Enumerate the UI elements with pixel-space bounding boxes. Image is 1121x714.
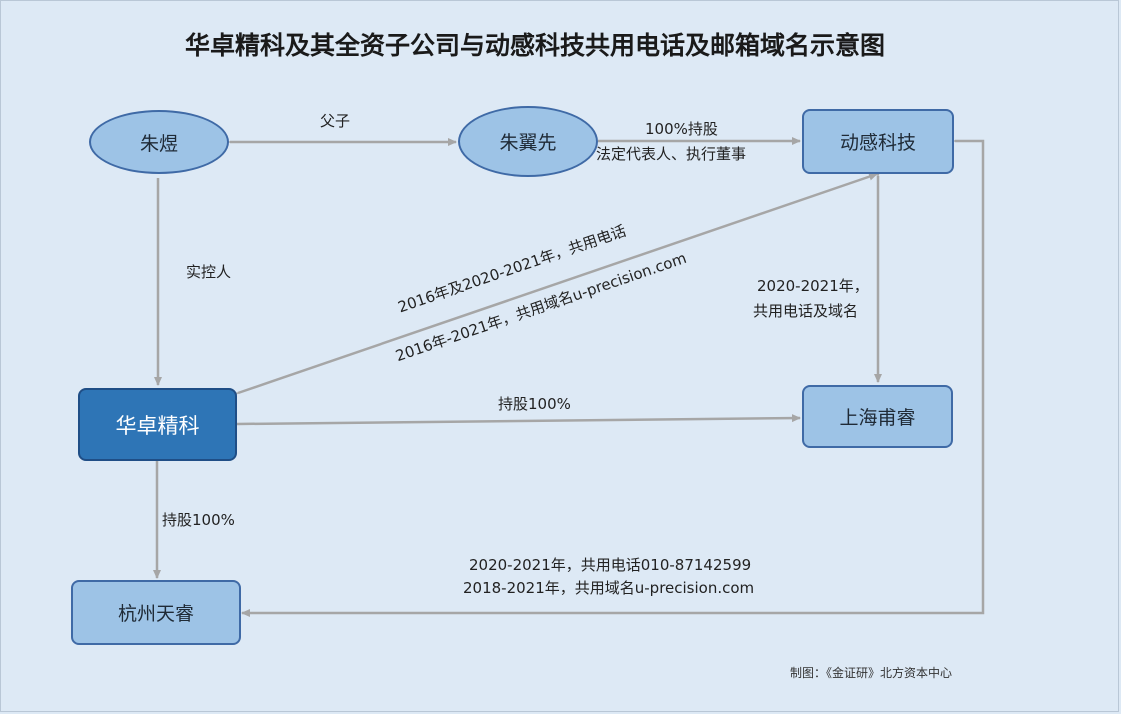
node-label: 朱翼先 xyxy=(499,132,557,154)
node-zhu-yixian: 朱翼先 xyxy=(458,106,598,177)
node-label: 杭州天睿 xyxy=(117,603,194,625)
label-right-line2: 共用电话及域名 xyxy=(753,302,859,320)
label-bottom-line1: 2020-2021年，共用电话010-87142599 xyxy=(469,556,752,574)
node-zhu-yu: 朱煜 xyxy=(89,110,229,174)
node-donggan: 动感科技 xyxy=(802,109,954,174)
node-label: 朱煜 xyxy=(139,132,178,155)
node-label: 华卓精科 xyxy=(115,413,200,438)
node-label: 上海甫睿 xyxy=(839,407,916,429)
node-hangzhou: 杭州天睿 xyxy=(71,580,241,645)
hold-shanghai-arrow xyxy=(236,414,801,426)
node-label: 动感科技 xyxy=(839,132,916,154)
bottom-shared-arrow xyxy=(241,137,985,617)
label-father-son: 父子 xyxy=(320,112,351,130)
label-hold-hangzhou: 持股100% xyxy=(162,511,235,529)
label-bottom-line2: 2018-2021年，共用域名u-precision.com xyxy=(463,579,755,597)
label-controller: 实控人 xyxy=(186,263,232,281)
footer-credit: 制图：《金证研》北方资本中心 xyxy=(790,666,953,680)
node-huazhuo: 华卓精科 xyxy=(78,388,237,461)
label-hold-shanghai: 持股100% xyxy=(498,395,571,413)
label-shareholding-line2: 法定代表人、执行董事 xyxy=(596,145,747,163)
diagram-title: 华卓精科及其全资子公司与动感科技共用电话及邮箱域名示意图 xyxy=(184,31,885,60)
label-shareholding-line1: 100%持股 xyxy=(645,120,718,138)
node-shanghai: 上海甫睿 xyxy=(802,385,953,448)
label-right-line1: 2020-2021年， xyxy=(757,277,869,295)
